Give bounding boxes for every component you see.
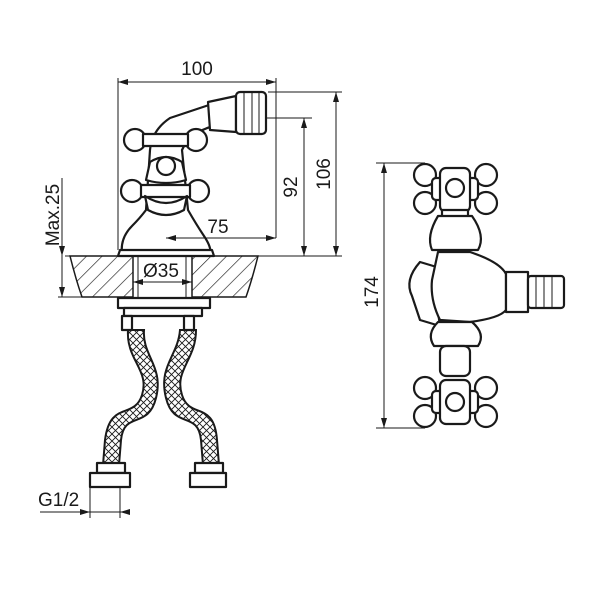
mounting-shank [116,256,212,332]
dim-overall-width: 100 [117,59,277,250]
dim-max-deck-thickness-label: Max.25 [43,184,64,246]
dim-mounting-hole: Ø35 [133,261,192,285]
flexible-hoses [101,329,221,466]
dim-overall-width-label: 100 [181,59,213,80]
dim-top-view-length: 174 [362,162,425,429]
dim-connection-thread: G1/2 [38,487,130,518]
dim-connection-thread-label: G1/2 [38,490,79,511]
side-view: 100 75 92 106 [38,59,342,518]
top-handle-upper [412,162,499,220]
spout-nozzle [206,90,268,136]
top-central-body [408,214,566,348]
handle-cross-rear [122,127,209,153]
dim-overall-height: 106 [268,91,342,256]
dim-overall-height-label: 106 [314,158,335,190]
connection-nuts [88,461,228,489]
dim-mounting-hole-label: Ø35 [143,261,179,282]
dim-top-view-length-label: 174 [362,276,383,308]
dim-spout-height-label: 92 [281,176,302,197]
dim-spout-height: 92 [262,117,342,257]
deck-section [65,255,262,298]
dim-spout-reach: 75 [166,217,276,241]
top-handle-lower [412,344,499,429]
handle-cross-front [119,155,211,217]
dim-max-deck-thickness: Max.25 [43,178,82,298]
dim-spout-reach-label: 75 [207,217,228,238]
top-view: 174 [362,162,566,429]
